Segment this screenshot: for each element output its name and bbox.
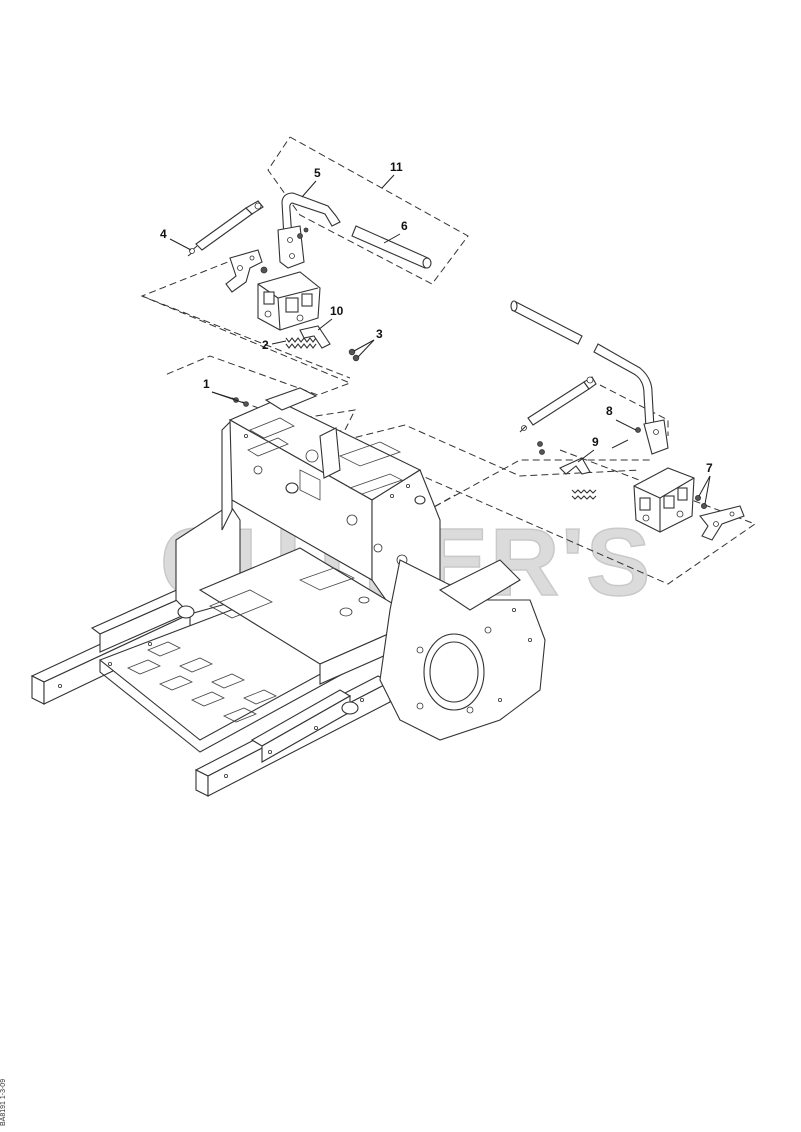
upper-control-assembly — [187, 192, 432, 362]
svg-text:4: 4 — [160, 227, 167, 241]
svg-text:5: 5 — [314, 166, 321, 180]
main-frame — [30, 387, 546, 797]
svg-text:2: 2 — [262, 338, 269, 352]
svg-text:6: 6 — [401, 219, 408, 233]
callout-8: 8 — [606, 404, 637, 431]
svg-text:7: 7 — [706, 461, 713, 475]
svg-text:11: 11 — [390, 160, 403, 174]
callout-11: 11 — [381, 160, 403, 189]
callout-6: 6 — [383, 219, 408, 244]
svg-text:3: 3 — [376, 327, 383, 341]
callout-labels: 1 2 3 4 5 6 7 8 — [160, 160, 713, 505]
callout-2: 2 — [262, 338, 287, 352]
svg-text:9: 9 — [592, 435, 599, 449]
callout-5: 5 — [301, 166, 321, 198]
callout-4: 4 — [160, 227, 192, 251]
callout-10: 10 — [317, 304, 344, 331]
deck-slots — [127, 641, 277, 723]
right-control-assembly — [510, 300, 745, 541]
callout-9: 9 — [577, 435, 599, 463]
frame-rivets — [58, 433, 533, 779]
svg-text:10: 10 — [330, 304, 344, 318]
reference-code: BA8191 1-3-09 — [0, 1078, 7, 1126]
callout-1: 1 — [203, 377, 245, 404]
callout-7: 7 — [698, 461, 713, 505]
svg-text:8: 8 — [606, 404, 613, 418]
callout-3: 3 — [353, 327, 383, 358]
svg-text:1: 1 — [203, 377, 210, 391]
